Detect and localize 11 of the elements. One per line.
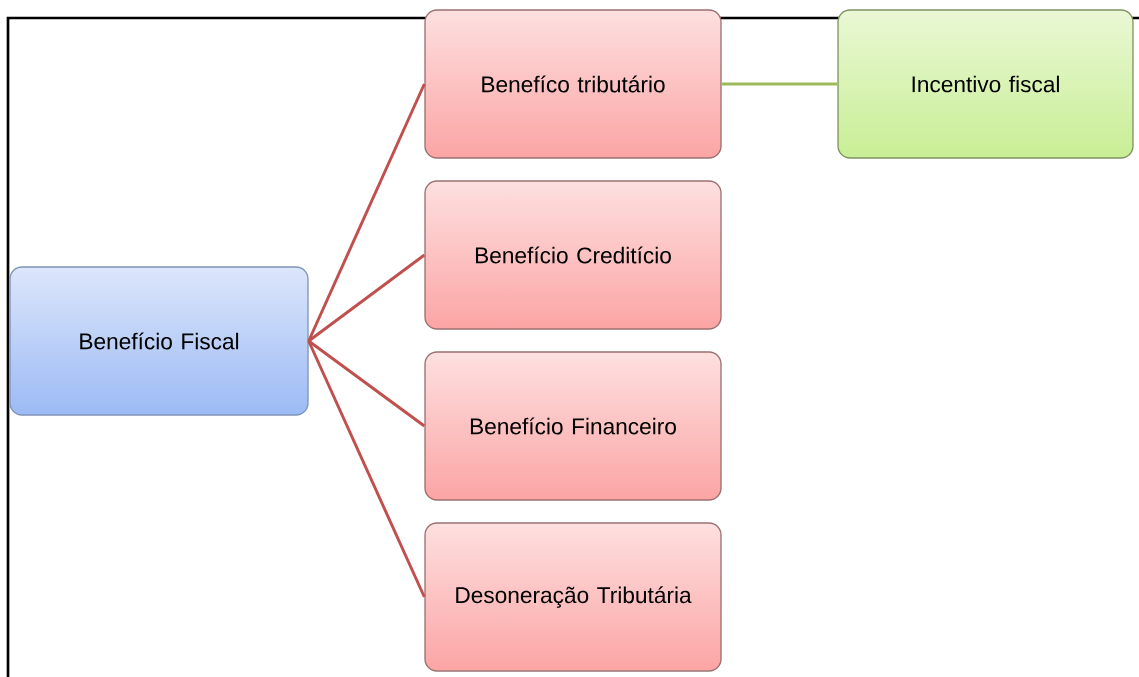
process-box: Desoneração Tributária bbox=[424, 522, 722, 672]
connector-line bbox=[307, 339, 426, 428]
process-box: Incentivo fiscal bbox=[837, 9, 1134, 159]
connector-line bbox=[307, 253, 426, 343]
process-box: Benefício Creditício bbox=[424, 180, 722, 330]
connector-line bbox=[307, 340, 426, 598]
process-box: Benefício Financeiro bbox=[424, 351, 722, 501]
connector-line bbox=[721, 82, 838, 86]
process-box: Benefício Fiscal bbox=[9, 266, 309, 416]
connector-line bbox=[307, 83, 426, 342]
process-box: Benefíco tributário bbox=[424, 9, 722, 159]
